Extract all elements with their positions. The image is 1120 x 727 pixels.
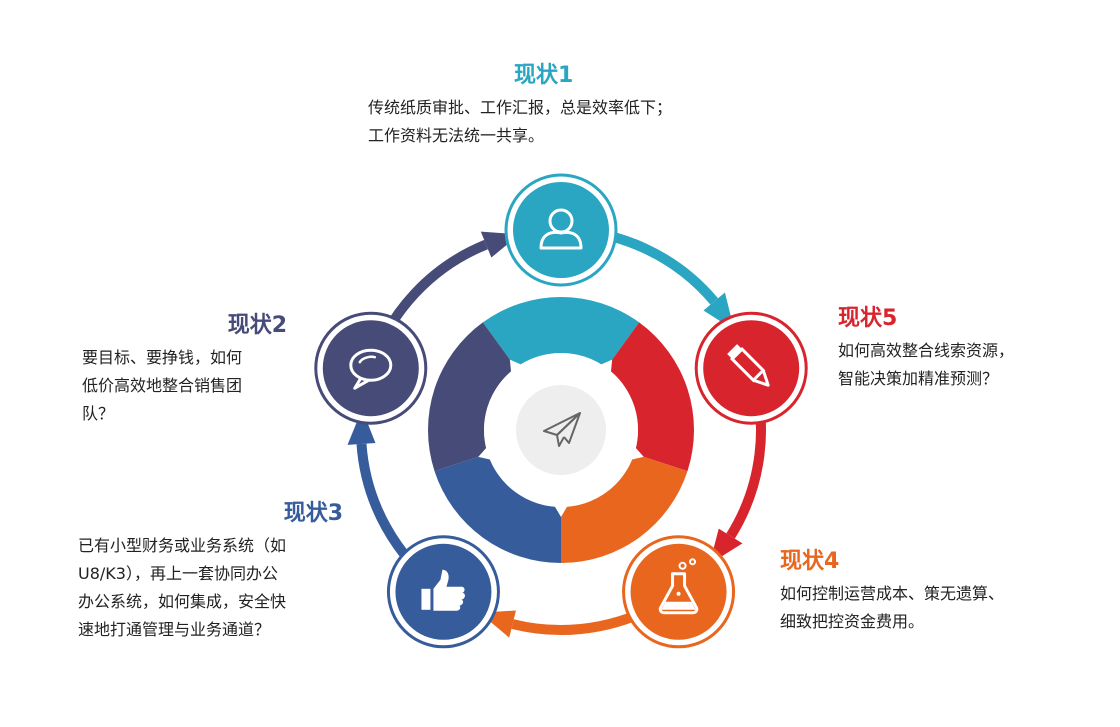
thumbs-up-icon [421, 569, 465, 611]
donut-notch [509, 359, 522, 373]
status-block-4: 现状4 如何控制运营成本、策无遗算、 细致把控资金费用。 [780, 548, 1080, 636]
node-1 [504, 173, 618, 287]
node-2 [314, 311, 428, 425]
status-desc-5: 如何高效整合线索资源， 智能决策加精准预测？ [838, 337, 1098, 393]
status-block-3: 现状3 已有小型财务或业务系统（如 U8/K3），再上一套协同办公 办公系统，如… [78, 500, 358, 644]
desc-line: 速地打通管理与业务通道？ [78, 620, 271, 639]
desc-line: U8/K3），再上一套协同办公 [78, 564, 278, 583]
donut-ring [428, 297, 695, 563]
desc-line: 如何高效整合线索资源， [838, 341, 1015, 360]
status-desc-2: 要目标、要挣钱，如何 低价高效地整合销售团 队？ [82, 344, 292, 428]
node-4 [622, 535, 736, 649]
desc-line: 如何控制运营成本、策无遗算、 [780, 584, 1005, 603]
desc-line: 低价高效地整合销售团 [82, 376, 243, 395]
desc-line: 工作资料无法统一共享。 [368, 126, 545, 145]
status-title-5: 现状5 [838, 306, 898, 331]
node-disc [703, 320, 800, 417]
status-desc-1: 传统纸质审批、工作汇报，总是效率低下； 工作资料无法统一共享。 [368, 94, 748, 150]
donut-segment [561, 453, 688, 563]
paper-plane-icon [543, 412, 581, 447]
donut-segment [482, 297, 640, 368]
status-block-2: 现状2 要目标、要挣钱，如何 低价高效地整合销售团 队？ [82, 312, 292, 428]
status-title-2: 现状2 [227, 313, 287, 338]
user-icon [539, 208, 583, 250]
status-title-1: 现状1 [514, 63, 574, 88]
status-block-1: 现状1 传统纸质审批、工作汇报，总是效率低下； 工作资料无法统一共享。 [368, 62, 748, 150]
desc-line: 智能决策加精准预测？ [838, 369, 999, 388]
donut-segment [606, 322, 695, 472]
desc-line: 细致把控资金费用。 [780, 612, 925, 631]
status-title-3: 现状3 [283, 501, 343, 526]
donut-segment [428, 322, 516, 472]
status-desc-4: 如何控制运营成本、策无遗算、 细致把控资金费用。 [780, 580, 1080, 636]
speech-bubble-icon [349, 348, 393, 390]
donut-notch [554, 505, 568, 517]
status-block-5: 现状5 如何高效整合线索资源， 智能决策加精准预测？ [838, 305, 1098, 393]
desc-line: 办公系统，如何集成，安全快 [78, 592, 287, 611]
status-title-4: 现状4 [780, 549, 840, 574]
center-hub [484, 353, 638, 507]
node-disc [322, 320, 419, 417]
desc-line: 已有小型财务或业务系统（如 [78, 536, 287, 555]
desc-line: 传统纸质审批、工作汇报，总是效率低下； [368, 98, 673, 117]
desc-line: 队？ [82, 404, 115, 423]
status-desc-3: 已有小型财务或业务系统（如 U8/K3），再上一套协同办公 办公系统，如何集成，… [78, 532, 358, 644]
cycle-arrowhead [347, 409, 376, 445]
node-disc [513, 182, 609, 278]
node-5 [694, 311, 808, 425]
node-3 [386, 535, 500, 649]
donut-notch [600, 359, 613, 373]
node-circles [314, 173, 808, 649]
pencil-icon [727, 344, 770, 387]
flask-icon [658, 558, 699, 615]
donut-segment [434, 453, 561, 563]
desc-line: 要目标、要挣钱，如何 [82, 348, 243, 367]
